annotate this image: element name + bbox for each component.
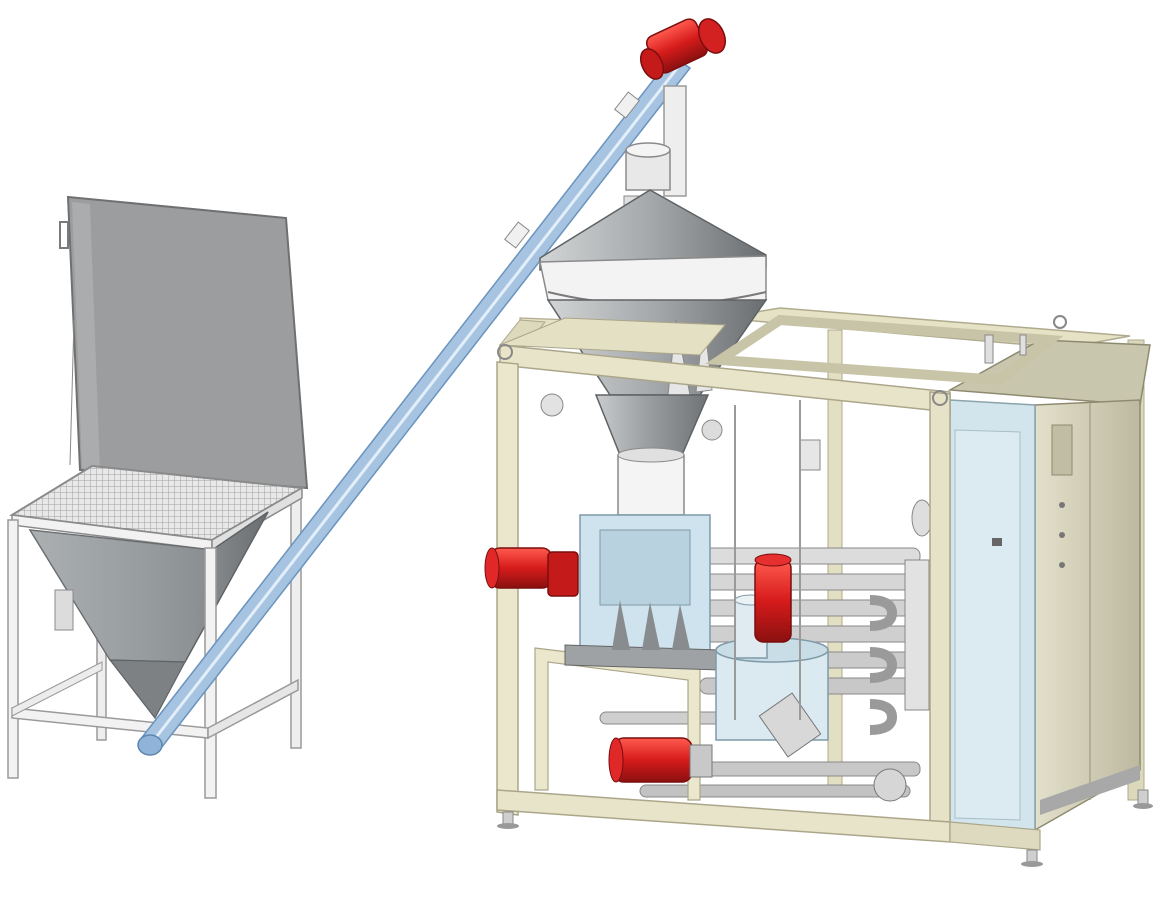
control-cabinet — [947, 339, 1153, 832]
screw-conveyor — [137, 18, 727, 756]
conveyor-motor — [639, 18, 727, 80]
mixer-motor-left — [484, 547, 579, 597]
pump-motor — [608, 737, 713, 783]
hopper-unit — [7, 195, 309, 799]
tank-motor — [754, 553, 792, 643]
mixer-body — [564, 514, 721, 671]
hopper-lid — [66, 195, 309, 490]
